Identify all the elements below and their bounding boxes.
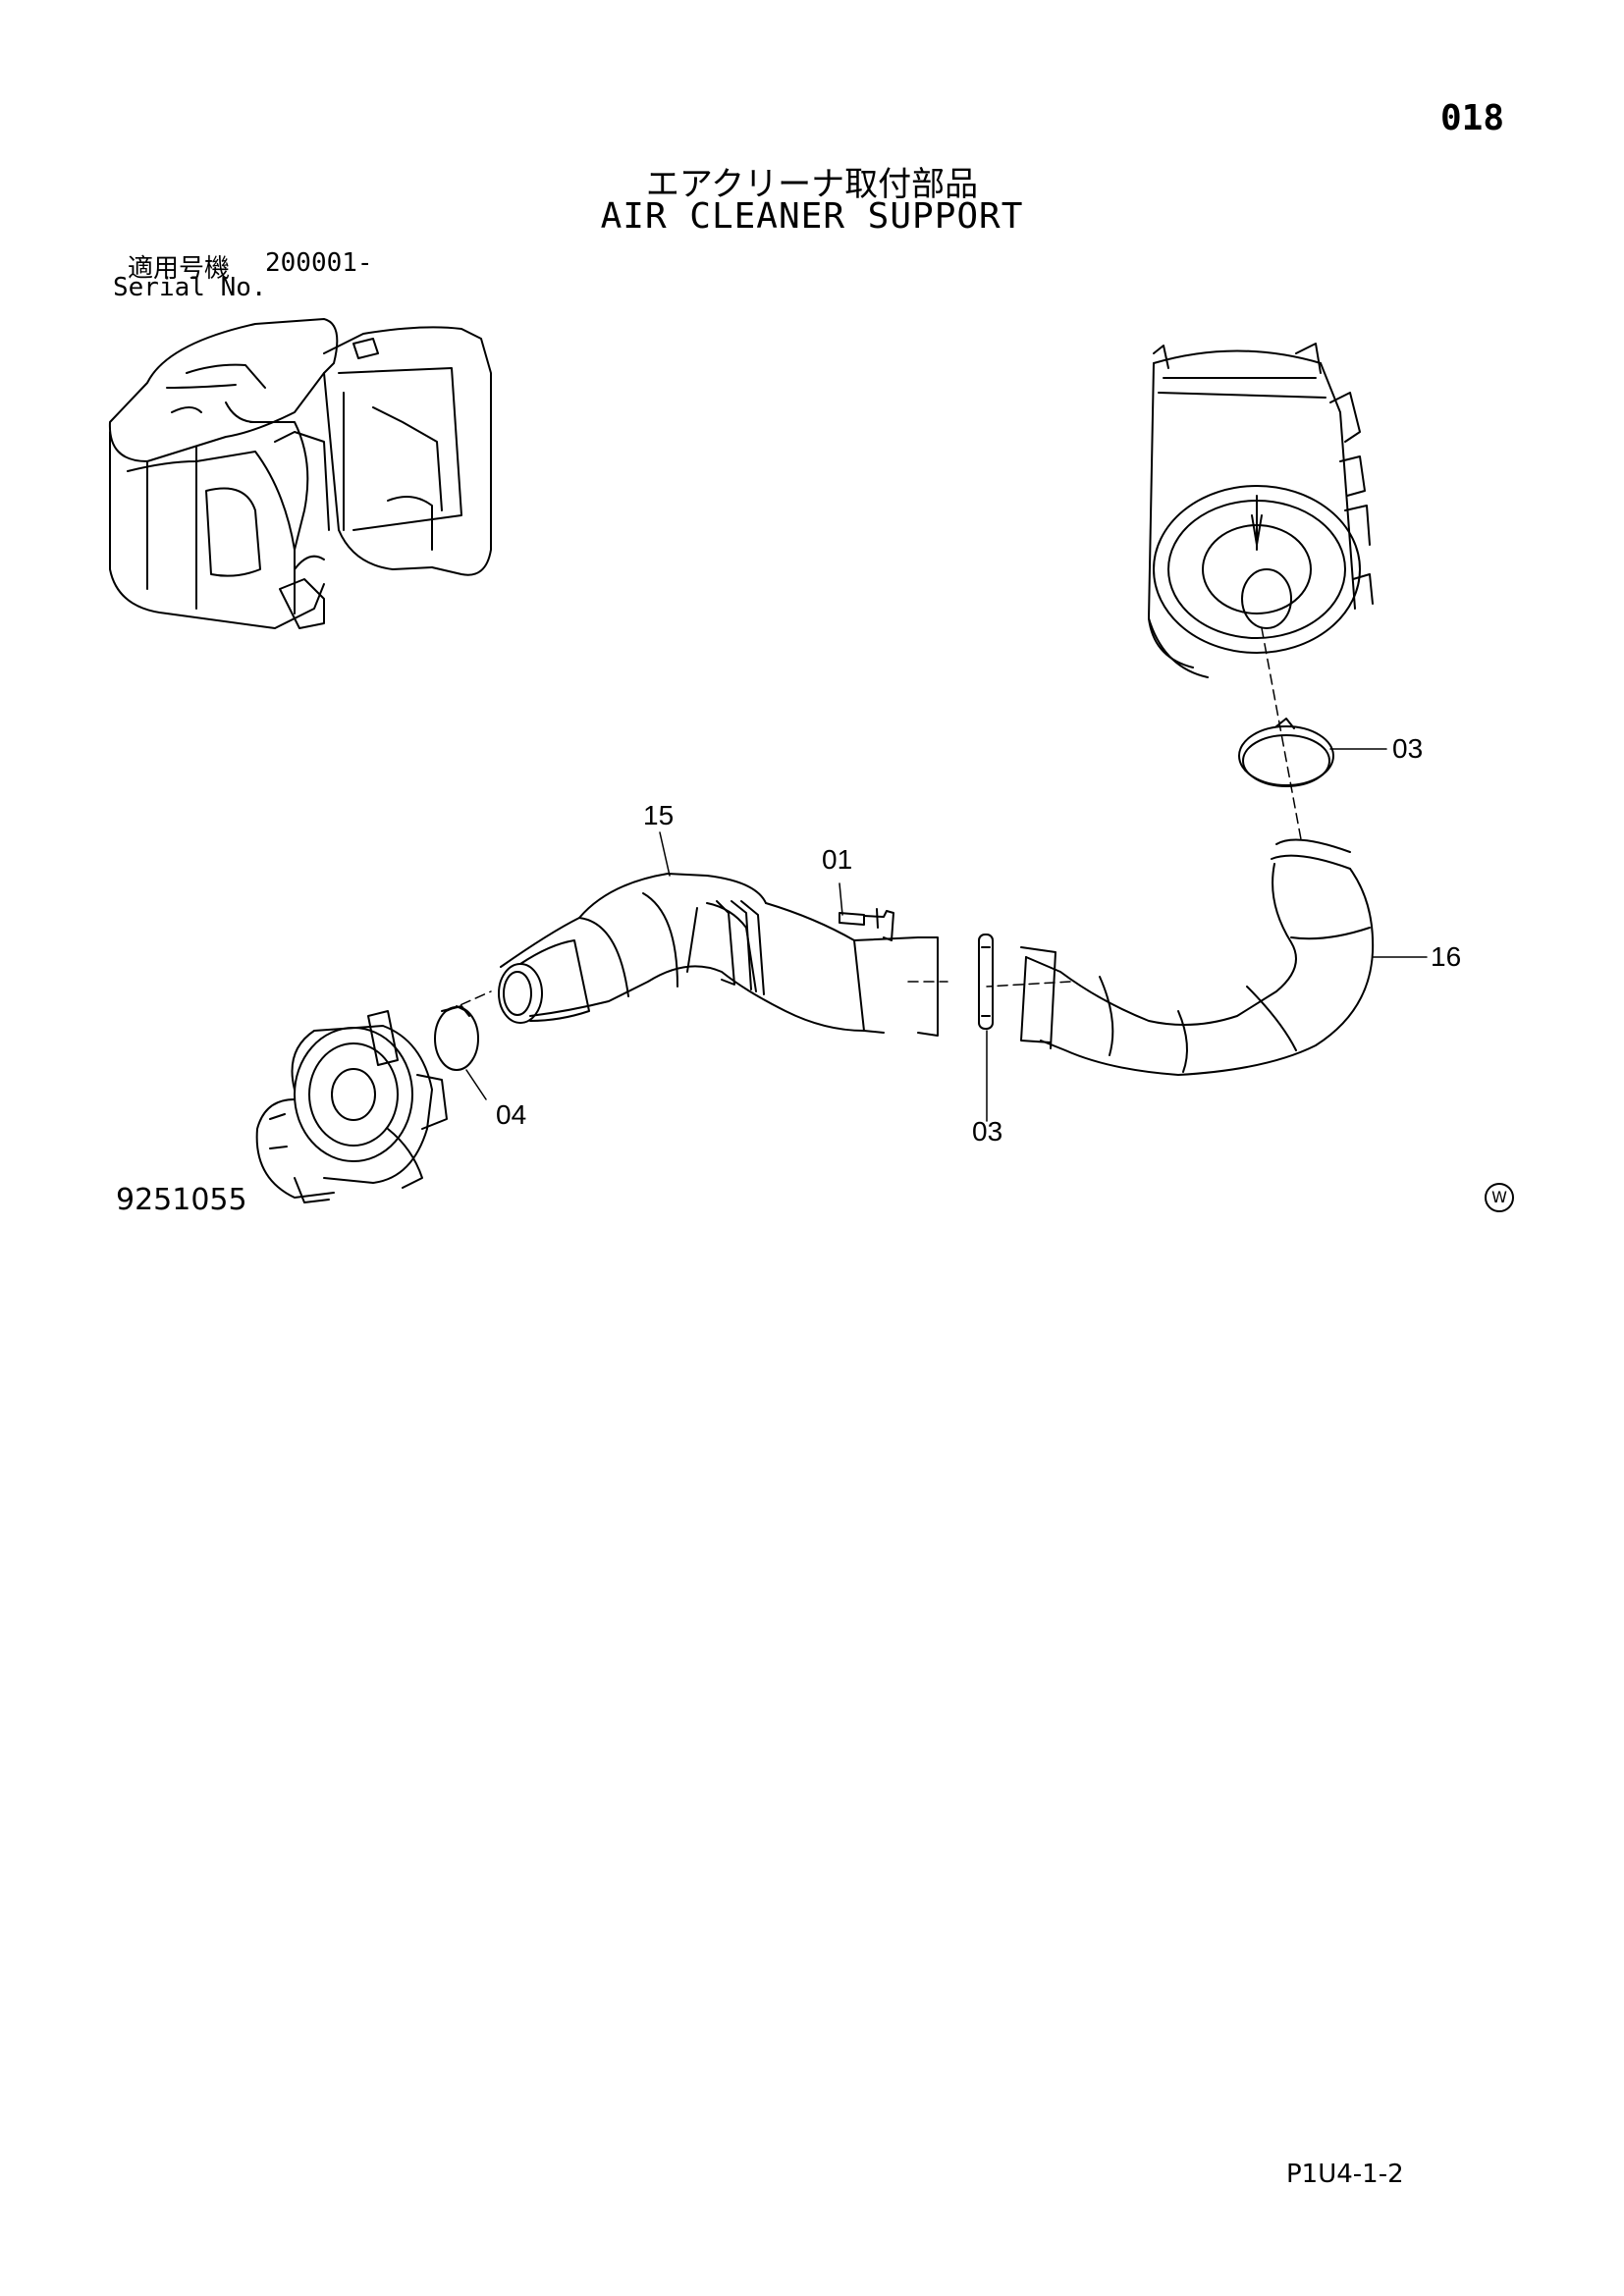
machine-overview-icon bbox=[108, 318, 492, 629]
callout-15: 15 bbox=[643, 800, 674, 830]
page-number: 018 bbox=[1439, 98, 1504, 138]
serial-range: 200001- bbox=[265, 248, 373, 278]
assembly-lines bbox=[446, 627, 1302, 1012]
callout-16: 16 bbox=[1431, 941, 1461, 972]
callout-03-bottom: 03 bbox=[972, 1116, 1002, 1147]
clamp-03-bottom bbox=[978, 934, 994, 1030]
serial-label-english: Serial No. bbox=[113, 273, 267, 302]
title-japanese: エアクリーナ取付部品 bbox=[645, 165, 979, 204]
hose-15 bbox=[498, 873, 939, 1037]
leader-lines bbox=[465, 748, 1428, 1122]
clamp-04 bbox=[434, 1005, 479, 1071]
callout-04: 04 bbox=[496, 1099, 526, 1130]
callout-01: 01 bbox=[822, 844, 852, 875]
page-code: P1U4-1-2 bbox=[1286, 2160, 1404, 2189]
turbocharger-icon bbox=[255, 1010, 448, 1203]
bolt-01 bbox=[839, 908, 894, 941]
air-cleaner-icon bbox=[1148, 343, 1374, 678]
title-english: AIR CLEANER SUPPORT bbox=[600, 196, 1024, 237]
clamp-03-top bbox=[1238, 718, 1334, 787]
serial-label-japanese: 適用号機 bbox=[128, 254, 231, 284]
callout-03-top: 03 bbox=[1392, 733, 1423, 764]
figure-number: 9251055 bbox=[116, 1183, 247, 1217]
w-circle-icon: W bbox=[1485, 1183, 1514, 1212]
hose-16 bbox=[1020, 838, 1375, 1076]
